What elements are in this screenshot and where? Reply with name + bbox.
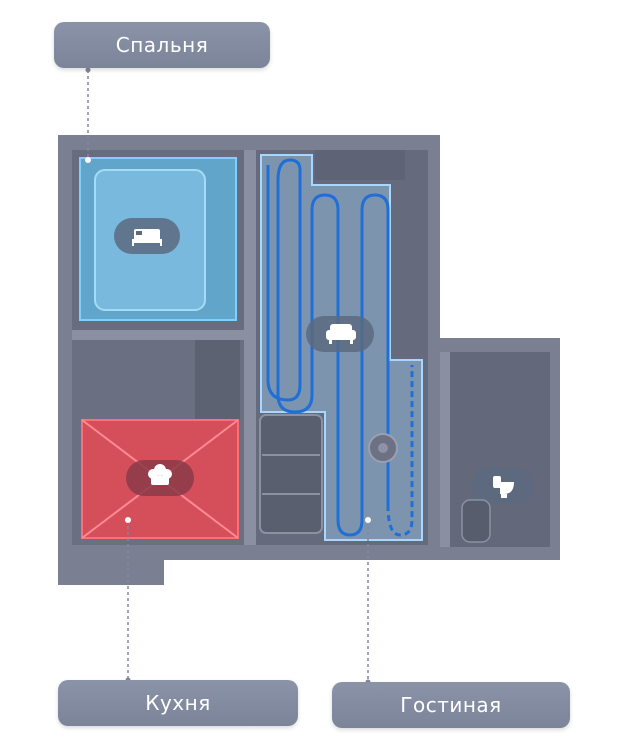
planned-path	[386, 365, 414, 537]
kitchen-label[interactable]: Кухня	[58, 680, 298, 726]
chef-hat-icon	[148, 464, 172, 485]
cabinet	[315, 150, 405, 180]
bed-icon	[132, 229, 162, 246]
cleaning-path-top	[266, 158, 302, 402]
wall	[72, 330, 244, 340]
living-room-label[interactable]: Гостиная	[332, 682, 570, 728]
bedroom-icon-badge[interactable]	[114, 218, 180, 254]
bedroom-label[interactable]: Спальня	[54, 22, 270, 68]
kitchen-icon-badge[interactable]	[126, 460, 194, 496]
sofa-furniture	[259, 414, 323, 534]
robot-vacuum-icon[interactable]	[368, 433, 398, 463]
toilet-furniture	[461, 499, 491, 543]
living-icon-badge[interactable]	[306, 316, 374, 352]
toilet-icon	[493, 476, 514, 498]
kitchen-counter	[195, 340, 240, 420]
bathroom-icon-badge[interactable]	[472, 468, 534, 504]
wall	[244, 150, 256, 545]
sofa-icon	[326, 324, 356, 344]
cleaning-path	[276, 180, 390, 537]
wall	[440, 352, 450, 547]
